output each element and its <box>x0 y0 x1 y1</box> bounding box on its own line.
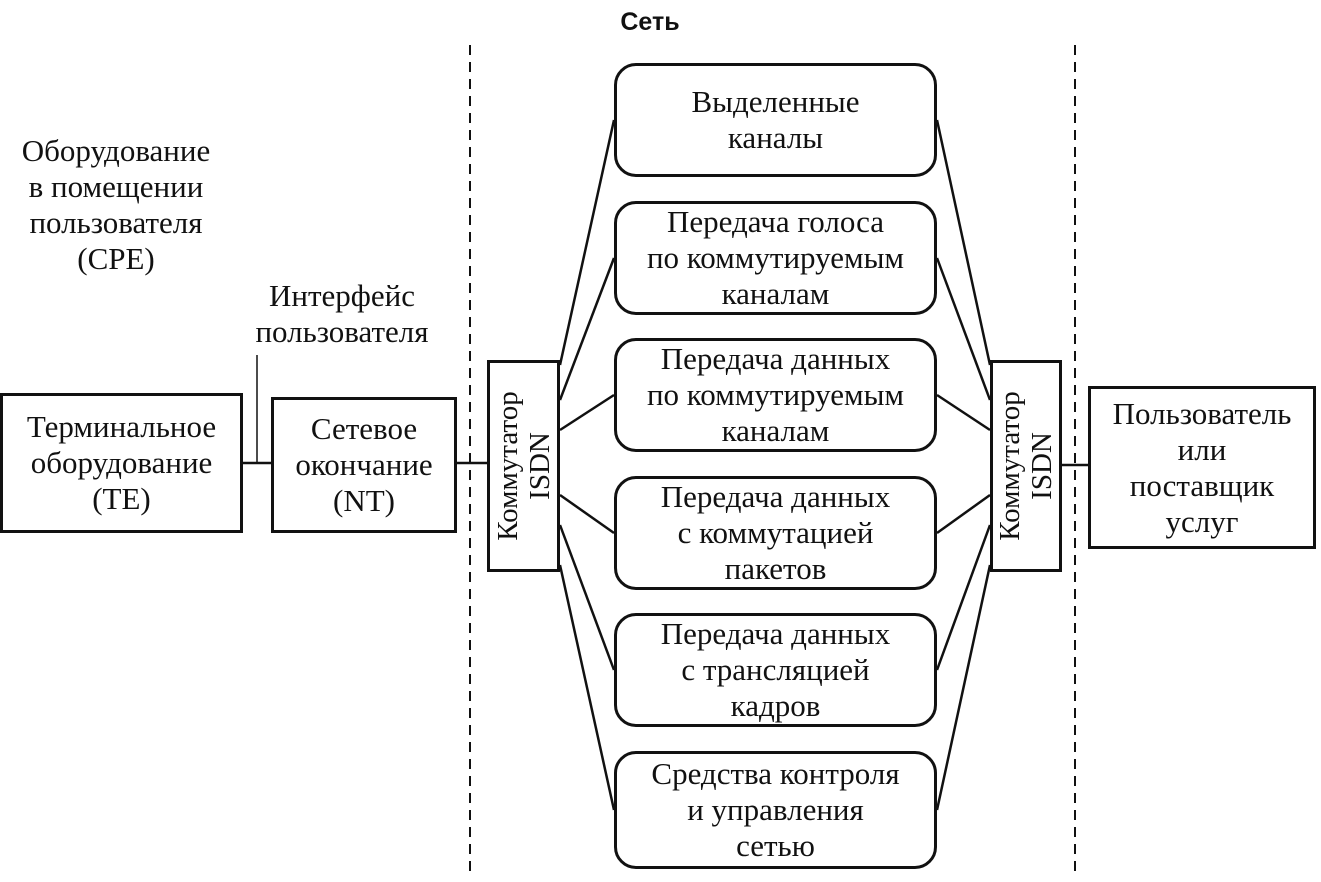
service-dedicated-channels: Выделенные каналы <box>614 63 937 177</box>
network-termination-box: Сетевое окончание (NT) <box>271 397 457 533</box>
network-title: Сеть <box>620 8 680 36</box>
isdn-switch-right-label: Коммутатор ISDN <box>994 391 1058 541</box>
fan-right-6 <box>935 564 992 811</box>
fan-right-3 <box>936 393 991 432</box>
user-interface-label: Интерфейс пользователя <box>255 278 429 349</box>
service-circuit-switched-data: Передача данных по коммутируемым каналам <box>614 338 937 452</box>
fan-right-1 <box>935 119 992 366</box>
isdn-switch-left-label: Коммутатор ISDN <box>491 391 556 541</box>
fan-right-5 <box>935 524 992 671</box>
service-network-management: Средства контроля и управления сетью <box>614 751 937 869</box>
fan-left-1 <box>558 119 616 366</box>
fan-left-4 <box>559 493 615 535</box>
fan-left-5 <box>558 524 616 671</box>
cpe-label: Оборудование в помещении пользователя (C… <box>21 133 211 276</box>
fan-right-4 <box>936 493 991 535</box>
service-circuit-switched-voice: Передача голоса по коммутируемым каналам <box>614 201 937 315</box>
fan-right-2 <box>935 257 992 401</box>
fan-left-2 <box>558 257 616 401</box>
terminal-equipment-box: Терминальное оборудование (TE) <box>0 393 243 533</box>
isdn-switch-left: Коммутатор ISDN <box>487 360 560 572</box>
fan-left-6 <box>558 564 616 811</box>
service-frame-relay-data: Передача данных с трансляцией кадров <box>614 613 937 727</box>
provider-box: Пользователь или поставщик услуг <box>1088 386 1316 549</box>
isdn-switch-right: Коммутатор ISDN <box>990 360 1062 572</box>
fan-left-3 <box>559 393 615 432</box>
service-packet-switched-data: Передача данных с коммутацией пакетов <box>614 476 937 590</box>
